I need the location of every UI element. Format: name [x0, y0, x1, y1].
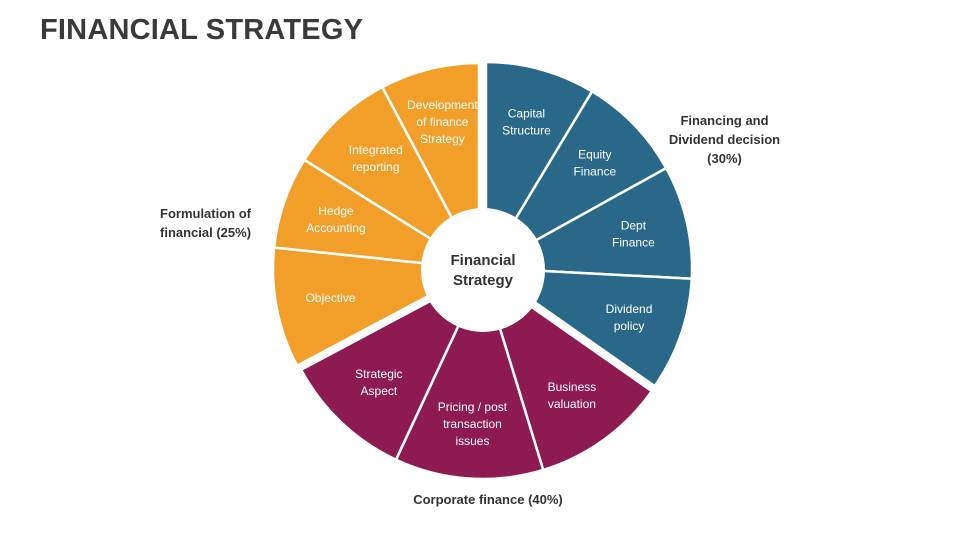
group-label-formulation: Formulation of financial (25%) — [160, 206, 252, 240]
center-disc — [421, 208, 545, 332]
wheel-segment-pricing-post-transaction — [394, 271, 545, 481]
group-label-corporate: Corporate finance (40%) — [413, 492, 563, 507]
wheel-segment-strategic-aspect — [299, 271, 485, 461]
group-label-financing: Financing and Dividend decision (30%) — [668, 113, 781, 166]
wheel-segment-business-valuation — [481, 271, 653, 472]
wheel-segment-integrated-reporting — [303, 85, 481, 271]
segment-label-objective: Objective — [305, 291, 355, 305]
page-title: FINANCIAL STRATEGY — [40, 14, 364, 46]
wheel-segment-equity-finance — [484, 90, 668, 270]
